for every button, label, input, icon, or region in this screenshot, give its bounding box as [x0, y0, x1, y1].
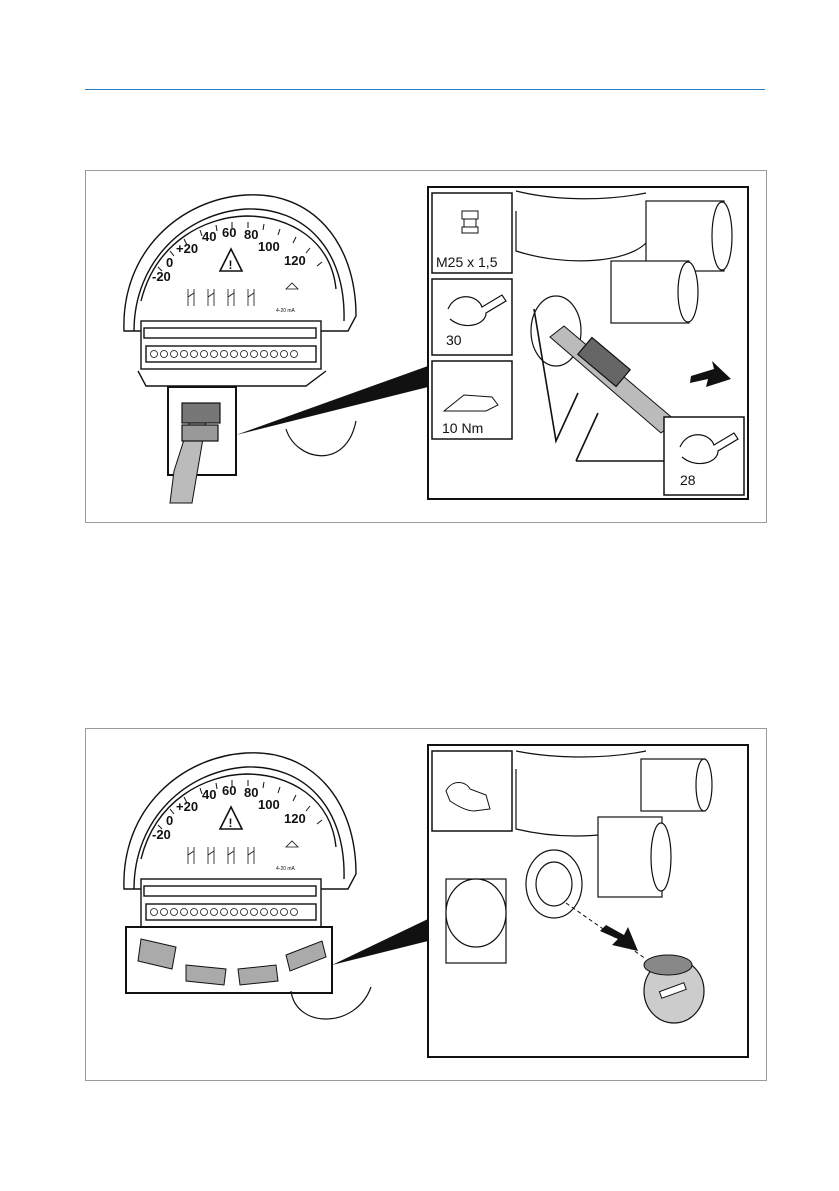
dial-label: 0: [166, 255, 173, 270]
cable-gland-detail: [168, 387, 236, 503]
torque-label: 10 Nm: [442, 420, 483, 436]
figure-cable-gland-install: -20 0 +20 40 60 80 100 120 ! 4-20 mA: [85, 170, 767, 523]
wrench-size-label: 30: [446, 332, 462, 348]
terminal-block: [151, 909, 298, 916]
current-output-label: 4-20 mA: [276, 866, 296, 872]
current-output-label: 4-20 mA: [276, 308, 296, 314]
dial-label: 40: [202, 229, 216, 244]
dial-label: 80: [244, 227, 258, 242]
header-rule: [85, 89, 765, 90]
dial-label: +20: [176, 799, 198, 814]
callout-wedge: [236, 366, 428, 435]
svg-text:!: !: [229, 816, 233, 830]
dial-label: 120: [284, 253, 306, 268]
callout-wedge: [332, 919, 428, 965]
dial-label: -20: [152, 269, 171, 284]
dial-label: 120: [284, 811, 306, 826]
gland-size-label: M25 x 1,5: [436, 254, 498, 270]
dial-label: 60: [222, 225, 236, 240]
terminal-block: [151, 351, 298, 358]
device-housing: [124, 195, 356, 386]
figure1-drawing: -20 0 +20 40 60 80 100 120 ! 4-20 mA: [86, 171, 766, 522]
svg-text:!: !: [229, 258, 233, 272]
dial-label: 100: [258, 797, 280, 812]
dial-label: 60: [222, 783, 236, 798]
wrench-size-label: 28: [680, 472, 696, 488]
figure-blanking-plug-removal: -20 0 +20 40 60 80 100 120 ! 4-20 mA: [85, 728, 767, 1081]
figure2-drawing: -20 0 +20 40 60 80 100 120 ! 4-20 mA: [86, 729, 766, 1080]
dial-label: 100: [258, 239, 280, 254]
cable-loop: [286, 421, 356, 456]
cable-entry-detail: [126, 927, 332, 993]
dial-label: -20: [152, 827, 171, 842]
dial-label: 0: [166, 813, 173, 828]
dial-label: +20: [176, 241, 198, 256]
dial-label: 40: [202, 787, 216, 802]
dial-label: 80: [244, 785, 258, 800]
